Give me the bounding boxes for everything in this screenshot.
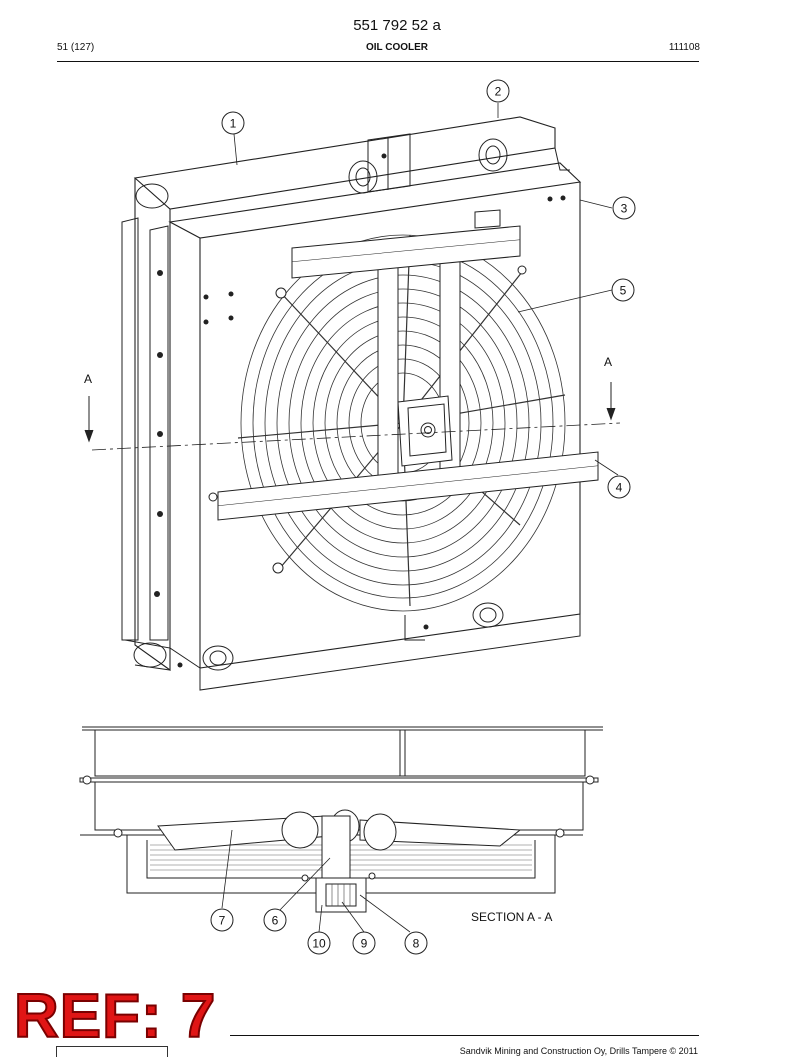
svg-text:1: 1 xyxy=(230,117,237,131)
svg-text:10: 10 xyxy=(312,937,326,951)
callout-2: 2 xyxy=(486,79,510,103)
footer-copyright: Sandvik Mining and Construction Oy, Dril… xyxy=(459,1046,698,1056)
svg-text:2: 2 xyxy=(495,85,502,99)
oil-cooler-isometric-view xyxy=(84,116,621,691)
callout-8: 8 xyxy=(404,931,428,955)
svg-text:8: 8 xyxy=(413,937,420,951)
page-number: 51 (127) xyxy=(57,42,95,53)
page-title: OIL COOLER xyxy=(365,42,429,53)
svg-text:5: 5 xyxy=(620,284,627,298)
section-a-a-view xyxy=(79,726,603,913)
callout-9: 9 xyxy=(352,931,376,955)
callout-5: 5 xyxy=(611,278,635,302)
ref-stamp: REF: 7 xyxy=(13,982,217,1051)
callout-4: 4 xyxy=(607,475,631,499)
section-title: SECTION A - A xyxy=(471,910,553,924)
document-number: 551 792 52 a xyxy=(353,17,441,34)
callout-7: 7 xyxy=(210,908,234,932)
callout-3: 3 xyxy=(612,196,636,220)
callout-group: 1 2 3 5 4 7 6 10 9 8 xyxy=(210,79,636,955)
callout-6: 6 xyxy=(263,908,287,932)
document-date: 111108 xyxy=(668,42,700,53)
svg-text:9: 9 xyxy=(361,937,368,951)
section-marker-left: A xyxy=(84,372,93,386)
svg-text:3: 3 xyxy=(621,202,628,216)
header-rule xyxy=(57,61,699,62)
sandvik-logo xyxy=(56,1046,168,1057)
callout-10: 10 xyxy=(307,931,331,955)
svg-text:6: 6 xyxy=(272,914,279,928)
svg-text:4: 4 xyxy=(616,481,623,495)
callout-1: 1 xyxy=(221,111,245,135)
section-marker-right: A xyxy=(604,355,613,369)
svg-text:7: 7 xyxy=(219,914,226,928)
footer-rule xyxy=(230,1035,699,1036)
